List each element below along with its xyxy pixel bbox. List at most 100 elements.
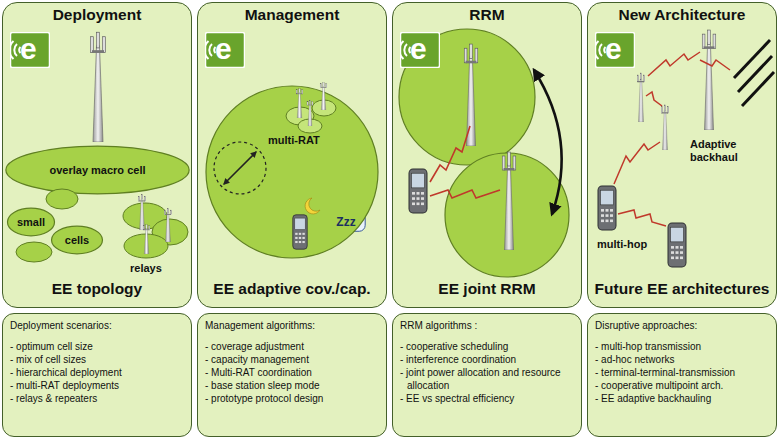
illustration-label: relays — [130, 262, 162, 275]
relay-tower — [143, 225, 150, 254]
illustration-label: multi-RAT — [268, 134, 320, 147]
logo — [399, 33, 439, 68]
rat-cell — [312, 100, 336, 116]
cell-ellipse: cells — [51, 225, 103, 255]
coordination-arrow — [534, 70, 562, 214]
phone — [409, 169, 427, 213]
relay-pole — [661, 105, 669, 150]
text-panel: RRM algorithms : - cooperative scheduling… — [392, 313, 582, 437]
panel-caption: EE joint RRM — [393, 280, 581, 298]
relay-tower — [164, 209, 172, 242]
relay-pole — [637, 73, 645, 122]
list-heading: Disruptive approaches: — [595, 319, 769, 332]
panel-caption: Future EE architectures — [588, 280, 776, 298]
list-item: - cooperative scheduling — [400, 340, 574, 353]
radio-link — [618, 210, 666, 226]
list-item: - cooperative multipoint arch. — [595, 379, 769, 392]
rat-tower — [296, 89, 303, 118]
adaptive-coverage — [214, 142, 266, 194]
bubble-outline — [327, 212, 365, 232]
panel-caption: EE topology — [3, 280, 191, 298]
radio-link — [430, 126, 470, 182]
tower — [464, 44, 478, 146]
logo-letter: e — [215, 34, 232, 64]
relay-cell — [124, 234, 168, 258]
logo — [9, 33, 49, 68]
tower — [702, 30, 716, 130]
list-item: - relays & repeaters — [10, 392, 184, 405]
phone — [668, 223, 686, 267]
list-item: - optimum cell size — [10, 340, 184, 353]
backhaul-line — [742, 72, 774, 106]
cell-circle — [399, 29, 535, 165]
logo-letter: e — [605, 34, 622, 64]
relay-cell — [123, 203, 167, 229]
shape-label: overlay macro cell — [49, 164, 145, 176]
list-heading: Deployment scenarios: — [10, 319, 184, 332]
logo — [204, 33, 244, 68]
list-item: - interference coordination — [400, 353, 574, 366]
text-panel: Management algorithms:- coverage adjustm… — [197, 313, 387, 437]
logo-letter: e — [410, 34, 427, 64]
list-item: - ad-hoc networks — [595, 353, 769, 366]
cell-ellipse: overlay macro cell — [4, 144, 191, 196]
logo-letter: e — [20, 34, 37, 64]
cell-ellipse: small — [7, 207, 55, 237]
list-item: - prototype protocol design — [205, 392, 379, 405]
text-panel: Deployment scenarios: - optimum cell size… — [2, 313, 192, 437]
ellipse-outline — [7, 208, 54, 236]
panel-title: Deployment — [3, 6, 191, 24]
backhaul-line — [734, 40, 770, 78]
illustration-label: Adaptive backhaul — [690, 138, 754, 164]
text-panel: Disruptive approaches: - multi-hop transm… — [587, 313, 777, 437]
cell-circle — [445, 153, 569, 277]
management-illustration — [204, 33, 378, 259]
radio-link — [700, 60, 730, 70]
list-item: - multi-hop transmission — [595, 340, 769, 353]
shape-label: Zzz — [336, 215, 355, 229]
list-item: - terminal-terminal-transmission — [595, 366, 769, 379]
illustration-label: multi-hop — [597, 238, 647, 251]
macro-tower — [91, 32, 106, 142]
deployment-illustration — [9, 32, 188, 262]
list-item: - Multi-RAT coordination — [205, 366, 379, 379]
rat-cell — [298, 119, 322, 133]
panel-title: Management — [198, 6, 386, 24]
panel-title: New Architecture — [588, 6, 776, 24]
list-item: - multi-RAT deployments — [10, 379, 184, 392]
small-cell — [16, 242, 52, 262]
ellipse-outline — [6, 146, 189, 194]
speech-bubble: Zzz — [326, 211, 366, 237]
shape-label: small — [17, 216, 45, 228]
list-item: - coverage adjustment — [205, 340, 379, 353]
small-cell — [46, 189, 78, 209]
radio-link — [430, 190, 500, 198]
rat-cell — [286, 107, 314, 125]
list-heading: RRM algorithms : — [400, 319, 574, 332]
panel-title: RRM — [393, 6, 581, 24]
list-item: - joint power allocation and resource al… — [400, 366, 574, 392]
list-item: - base station sleep mode — [205, 379, 379, 392]
list-item: - hierarchical deployment — [10, 366, 184, 379]
radio-link — [614, 142, 660, 184]
rat-tower — [320, 83, 327, 110]
panel-caption: EE adaptive cov./cap. — [198, 280, 386, 298]
list-item: - EE vs spectral efficiency — [400, 392, 574, 405]
backhaul-line — [738, 56, 772, 92]
list-item: - mix of cell sizes — [10, 353, 184, 366]
coverage-arrow — [224, 152, 256, 184]
radio-link — [646, 92, 662, 106]
radio-link — [648, 52, 700, 76]
tower — [502, 152, 516, 250]
relay-tower — [138, 195, 146, 230]
list-item: - capacity management — [205, 353, 379, 366]
coverage-circle — [206, 86, 378, 258]
rat-tower — [307, 101, 313, 126]
shape-label: cells — [65, 234, 89, 246]
rrm-illustration — [399, 29, 569, 277]
new-architecture-illustration — [594, 30, 774, 267]
moon — [305, 198, 320, 214]
phone — [598, 186, 616, 230]
ellipse-outline — [52, 226, 103, 254]
